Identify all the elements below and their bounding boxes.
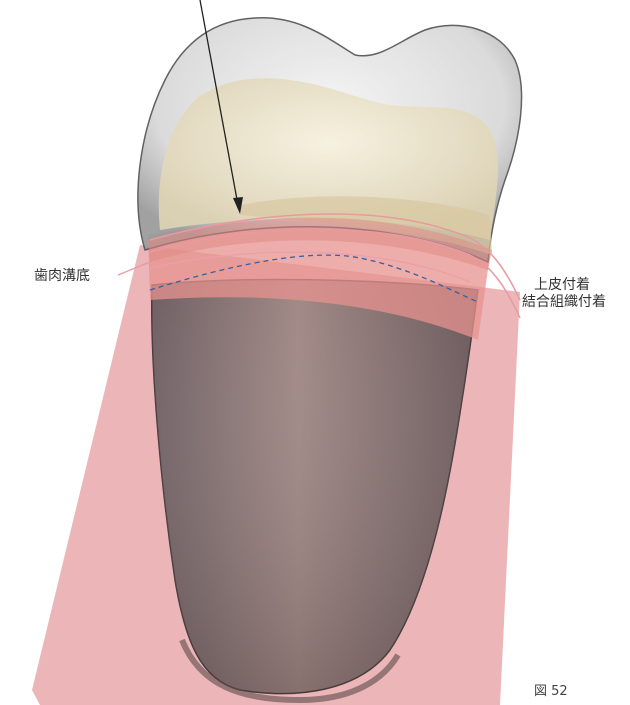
figure-number: 図 52 (534, 684, 568, 700)
epithelial-attachment-label: 上皮付着 (534, 277, 590, 293)
connective-tissue-attachment-label: 結合組織付着 (522, 294, 606, 310)
gingival-sulcus-bottom-label: 歯肉溝底 (34, 268, 90, 284)
